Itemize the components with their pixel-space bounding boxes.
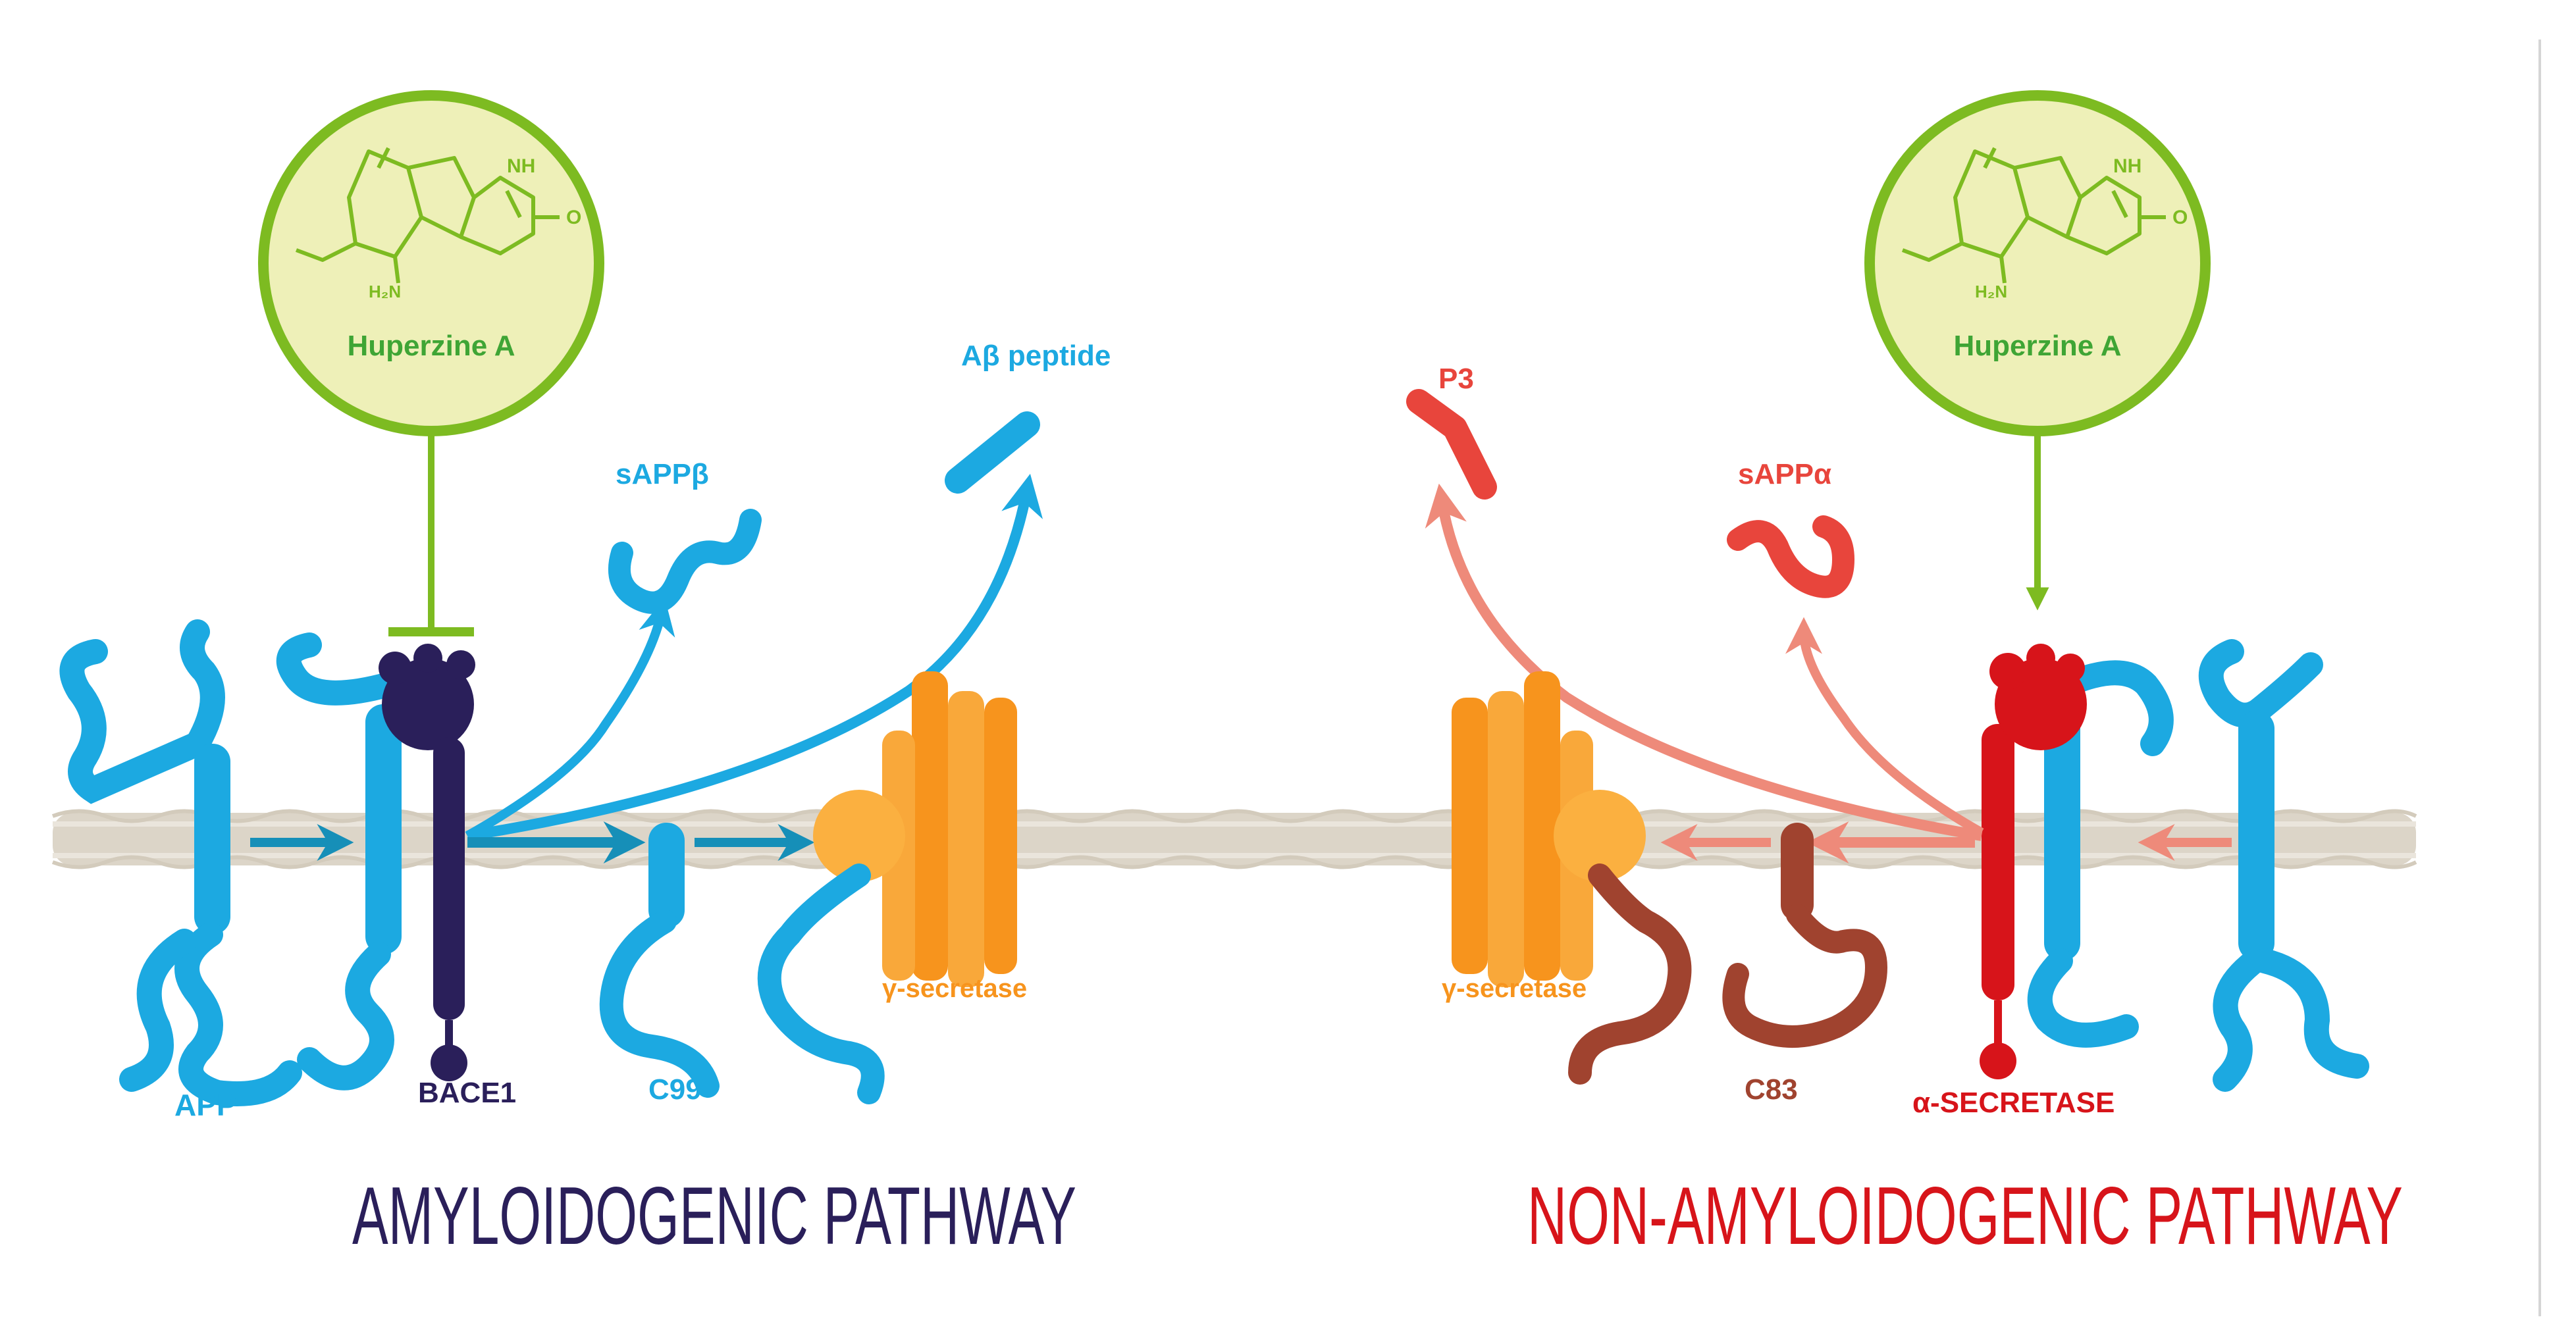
huperzine-structure-icon xyxy=(1901,147,2166,284)
gamma-secretase-label-left: γ-secretase xyxy=(882,974,1027,1003)
arrow-to-p3 xyxy=(1425,483,1983,841)
huperzine-nh-label: NH xyxy=(2113,155,2142,177)
app-bound-alpha xyxy=(2027,660,2174,1048)
app-bound-bace1 xyxy=(276,632,402,1091)
huperzine-o-label: O xyxy=(566,207,581,228)
sappb-fragment xyxy=(608,509,762,614)
huperzine-structure-icon xyxy=(295,147,560,284)
c99-label: C99 xyxy=(648,1073,702,1106)
app-protein xyxy=(59,619,302,1106)
app-protein-right xyxy=(2198,639,2369,1092)
huperzine-a-circle-left: NH O H₂N Huperzine A xyxy=(258,90,604,436)
sappa-label: sAPPα xyxy=(1738,458,1831,490)
arrow-to-sappa xyxy=(1785,617,1984,837)
bace1-enzyme xyxy=(379,644,475,1081)
p3-label: P3 xyxy=(1438,363,1474,395)
bace1-label: BACE1 xyxy=(418,1077,516,1109)
huperzine-a-circle-right: NH O H₂N Huperzine A xyxy=(1864,90,2211,436)
huperzine-name-right: Huperzine A xyxy=(1953,330,2121,362)
gamma-secretase-left xyxy=(757,671,1017,1104)
alpha-secretase-enzyme xyxy=(1980,724,2016,1079)
alpha-secretase-label: α-SECRETASE xyxy=(1912,1087,2115,1119)
gamma-secretase-right xyxy=(1452,671,1692,1085)
abeta-label: Aβ peptide xyxy=(961,340,1111,372)
huperzine-o-label: O xyxy=(2172,207,2188,228)
arrow-to-abeta xyxy=(466,473,1043,841)
alpha-secretase-head xyxy=(1989,644,2087,750)
c83-label: C83 xyxy=(1745,1073,1798,1106)
abeta-peptide xyxy=(945,411,1040,494)
arrow-to-sappb xyxy=(465,598,675,840)
huperzine-h2n-label: H₂N xyxy=(1975,282,2007,301)
amyloidogenic-title: AMYLOIDOGENIC PATHWAY xyxy=(352,1171,1076,1262)
app-label: APP xyxy=(174,1088,237,1122)
non-amyloidogenic-title: NON-AMYLOIDOGENIC PATHWAY xyxy=(1527,1171,2403,1262)
huperzine-nh-label: NH xyxy=(507,155,535,177)
gamma-secretase-label-right: γ-secretase xyxy=(1442,974,1587,1003)
sappb-label: sAPPβ xyxy=(616,458,709,490)
sappa-fragment xyxy=(1727,515,1855,598)
huperzine-name-left: Huperzine A xyxy=(347,330,515,362)
huperzine-h2n-label: H₂N xyxy=(369,282,401,301)
p3-peptide xyxy=(1406,389,1497,500)
c83-fragment xyxy=(1722,823,1888,1048)
c99-fragment xyxy=(599,823,720,1098)
